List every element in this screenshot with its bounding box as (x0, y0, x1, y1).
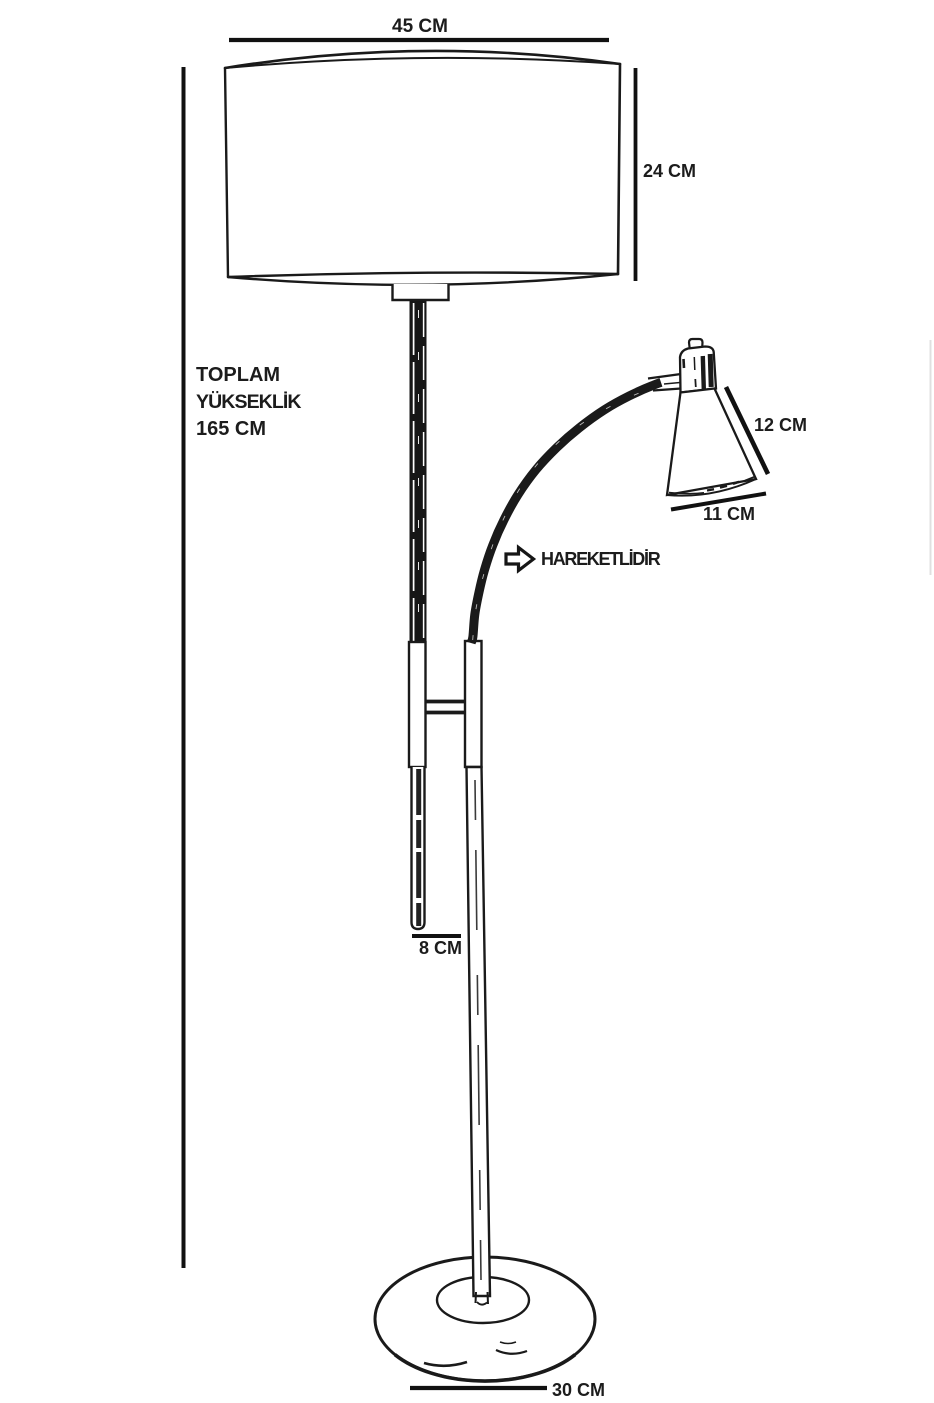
svg-text:165 CM: 165 CM (196, 418, 266, 440)
svg-text:11 CM: 11 CM (703, 504, 755, 524)
svg-text:12 CM: 12 CM (754, 415, 807, 435)
svg-text:24 CM: 24 CM (643, 161, 696, 181)
svg-text:30 CM: 30 CM (552, 1380, 605, 1400)
svg-text:YÜKSEKLİK: YÜKSEKLİK (196, 390, 301, 413)
svg-text:TOPLAM: TOPLAM (196, 364, 280, 386)
svg-text:HAREKETLİDİR: HAREKETLİDİR (541, 549, 661, 569)
svg-text:45 CM: 45 CM (392, 16, 448, 37)
svg-text:8 CM: 8 CM (419, 938, 462, 958)
